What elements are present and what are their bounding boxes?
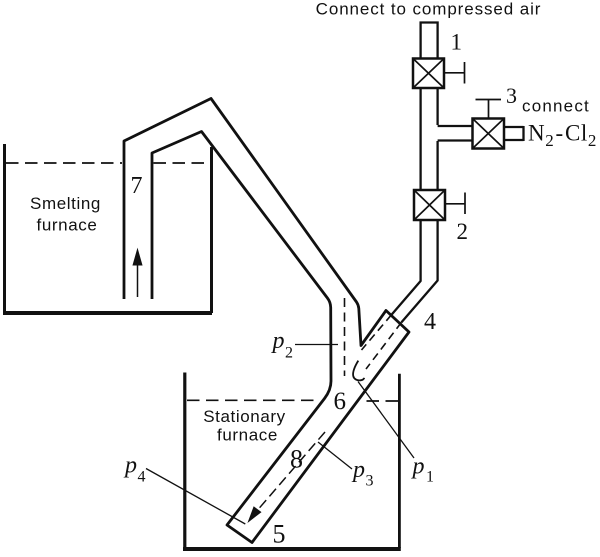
svg-text:p: p	[351, 457, 365, 483]
svg-text:7: 7	[131, 173, 143, 199]
svg-text:3: 3	[366, 473, 374, 490]
svg-text:p: p	[411, 454, 425, 480]
svg-text:6: 6	[334, 388, 347, 415]
svg-text:1: 1	[451, 30, 463, 55]
svg-text:N2-Cl2: N2-Cl2	[528, 121, 597, 151]
svg-text:2: 2	[457, 219, 469, 244]
svg-text:3: 3	[506, 83, 517, 108]
svg-text:4: 4	[138, 469, 146, 486]
svg-text:5: 5	[273, 520, 286, 549]
svg-text:8: 8	[290, 445, 303, 474]
svg-text:Smelting: Smelting	[30, 194, 101, 213]
svg-text:p: p	[123, 452, 137, 478]
svg-text:4: 4	[424, 309, 436, 335]
svg-text:connect: connect	[522, 97, 590, 116]
svg-text:furnace: furnace	[217, 426, 278, 445]
svg-text:2: 2	[285, 345, 293, 362]
svg-text:1: 1	[426, 469, 434, 486]
svg-text:Stationary: Stationary	[203, 407, 286, 426]
svg-text:furnace: furnace	[37, 216, 98, 235]
svg-text:Connect to compressed air: Connect to compressed air	[316, 0, 542, 19]
svg-text:p: p	[271, 328, 285, 354]
